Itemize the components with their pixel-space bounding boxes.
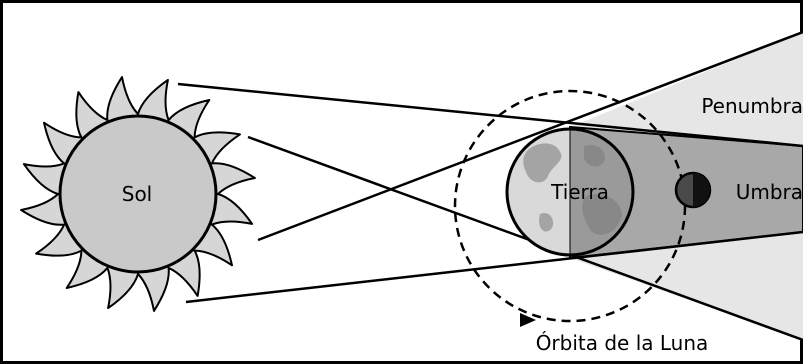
earth-globe-icon [505, 127, 635, 257]
umbra-label: Umbra [736, 180, 803, 204]
penumbra-label: Penumbra [701, 94, 803, 118]
earth-label: Tierra [550, 180, 609, 204]
sun-label: Sol [122, 182, 153, 206]
moon-shadow-half [693, 173, 710, 207]
sun-icon [20, 76, 256, 312]
sun-disk [58, 114, 218, 274]
earth-continents [523, 143, 622, 235]
arrow-right-icon [520, 313, 536, 327]
sun-light-rays [177, 30, 803, 342]
moon-orbit-label: Órbita de la Luna [536, 331, 709, 355]
moon-icon [674, 171, 712, 209]
